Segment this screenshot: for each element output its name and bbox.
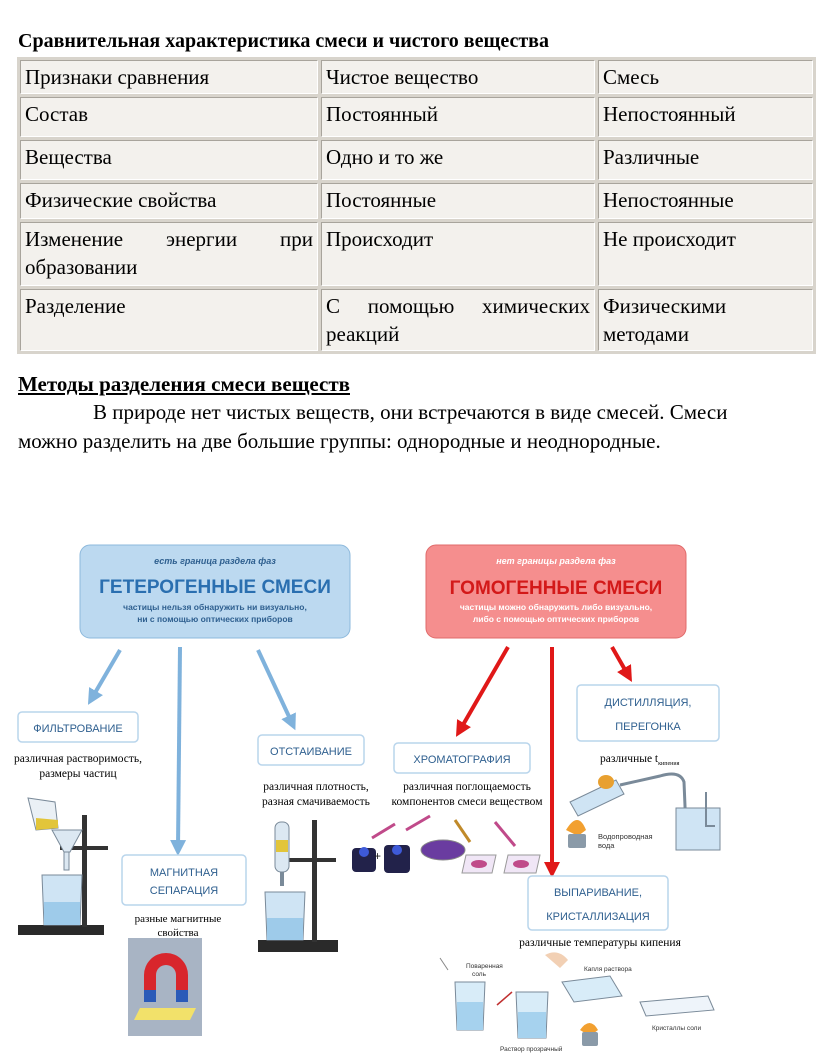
homo-box: нет границы раздела фаз ГОМОГЕННЫЕ СМЕСИ… — [425, 544, 687, 639]
chromatography-image: + — [352, 814, 541, 874]
filtration-label: ФИЛЬТРОВАНИЕ — [33, 723, 122, 735]
hetero-top-note: есть граница раздела фаз — [154, 556, 276, 566]
table-row: Разделение С помощью химических реакций … — [20, 289, 813, 351]
hetero-desc-2: ни с помощью оптических приборов — [137, 614, 293, 624]
solution-label: Раствор прозрачный — [500, 1045, 563, 1053]
table-header-row: Признаки сравнения Чистое вещество Смесь — [20, 60, 813, 94]
table-cell: Вещества — [20, 140, 318, 180]
table-cell: Непостоянный — [598, 97, 813, 137]
svg-text:+: + — [374, 849, 381, 863]
header-cell: Признаки сравнения — [20, 60, 318, 94]
evaporation-apparatus-image — [439, 952, 715, 1046]
evaporation-label-box — [527, 875, 669, 931]
separation-methods-diagram: есть граница раздела фаз ГЕТЕРОГЕННЫЕ СМ… — [14, 544, 721, 1053]
arrow-to-distillation — [610, 646, 632, 682]
arrow-to-magnetic — [170, 646, 187, 856]
table-cell: Не происходит — [598, 222, 813, 286]
homo-top-note: нет границы раздела фаз — [496, 556, 616, 566]
hetero-desc-1: частицы нельзя обнаружить ни визуально, — [123, 602, 307, 612]
table-cell: Непостоянные — [598, 183, 813, 219]
magnetic-label-2: СЕПАРАЦИЯ — [150, 885, 219, 897]
table-cell: Различные — [598, 140, 813, 180]
filtration-note-2: размеры частиц — [39, 768, 116, 780]
chromatography-label-box — [393, 742, 531, 774]
distillation-note-text: различные t — [600, 753, 659, 765]
table-cell: С помощью химических реакций — [321, 289, 595, 351]
salt-label-2: соль — [472, 971, 487, 978]
table-cell: Состав — [20, 97, 318, 137]
filtration-apparatus-image — [18, 797, 108, 935]
distillation-label-1: ДИСТИЛЛЯЦИЯ, — [605, 697, 692, 709]
settling-label-box — [257, 734, 365, 766]
cooler-label-1: Водопроводная — [598, 832, 653, 841]
evaporation-label-1: ВЫПАРИВАНИЕ, — [554, 887, 642, 899]
evaporation-label-2: КРИСТАЛЛИЗАЦИЯ — [546, 911, 650, 923]
settling-note-2: разная смачиваемость — [262, 796, 370, 808]
evaporation-method: ВЫПАРИВАНИЕ, КРИСТАЛЛИЗАЦИЯ различные те… — [439, 875, 715, 1053]
distillation-label-box — [576, 684, 720, 742]
arrow-to-settling — [256, 649, 296, 731]
table-cell: Постоянные — [321, 183, 595, 219]
distillation-label-2: ПЕРЕГОНКА — [615, 721, 681, 733]
filtration-note-1: различная растворимость, — [14, 753, 142, 765]
distillation-note-sub: кипения — [658, 761, 679, 767]
magnetic-note-1: разные магнитные — [135, 913, 222, 925]
homo-desc-1: частицы можно обнаружить либо визуально, — [460, 602, 652, 612]
settling-note-1: различная плотность, — [263, 781, 369, 793]
table-row: Изменение энергии при образовании Происх… — [20, 222, 813, 286]
hetero-box: есть граница раздела фаз ГЕТЕРОГЕННЫЕ СМ… — [79, 544, 351, 639]
table-cell: Одно и то же — [321, 140, 595, 180]
arrow-to-filtration — [87, 648, 122, 705]
table-cell: Физическими методами — [598, 289, 813, 351]
evaporation-note: различные температуры кипения — [519, 937, 681, 949]
chromatography-note-2: компонентов смеси веществом — [392, 796, 544, 808]
paragraph-line: В природе нет чистых веществ, они встреч… — [93, 400, 728, 424]
table-row: Физические свойства Постоянные Непостоян… — [20, 183, 813, 219]
table-cell: Изменение энергии при образовании — [20, 222, 318, 286]
drop-label: Капля раствора — [584, 966, 632, 973]
page-title: Сравнительная характеристика смеси и чис… — [18, 30, 549, 52]
comparison-table: Признаки сравнения Чистое вещество Смесь… — [17, 57, 816, 354]
filtration-label-box — [17, 711, 139, 743]
header-cell: Смесь — [598, 60, 813, 94]
magnetic-method: МАГНИТНАЯ СЕПАРАЦИЯ разные магнитные сво… — [121, 854, 247, 1036]
homo-desc-2: либо с помощью оптических приборов — [473, 614, 639, 624]
distillation-apparatus-image — [566, 772, 721, 851]
settling-label: ОТСТАИВАНИЕ — [270, 746, 352, 758]
paragraph-line: можно разделить на две большие группы: о… — [18, 429, 661, 453]
table-row: Вещества Одно и то же Различные — [20, 140, 813, 180]
homo-title: ГОМОГЕННЫЕ СМЕСИ — [450, 578, 663, 599]
hetero-box-bg — [79, 544, 351, 639]
settling-apparatus-image — [258, 820, 338, 952]
magnet-image — [128, 938, 202, 1036]
table-cell: Разделение — [20, 289, 318, 351]
table-row: Состав Постоянный Непостоянный — [20, 97, 813, 137]
chromatography-note-1: различная поглощаемость — [403, 781, 531, 793]
table-cell: Физические свойства — [20, 183, 318, 219]
settling-method: ОТСТАИВАНИЕ различная плотность, разная … — [257, 734, 370, 952]
chromatography-method: ХРОМАТОГРАФИЯ различная поглощаемость ко… — [352, 742, 544, 874]
magnetic-note-2: свойства — [157, 927, 198, 939]
magnetic-label-1: МАГНИТНАЯ — [150, 867, 218, 879]
homo-box-bg — [425, 544, 687, 639]
filtration-method: ФИЛЬТРОВАНИЕ различная растворимость, ра… — [14, 711, 142, 935]
cooler-label-2: вода — [598, 841, 615, 850]
distillation-method: ДИСТИЛЛЯЦИЯ, ПЕРЕГОНКА различные tкипени… — [566, 684, 721, 851]
header-cell: Чистое вещество — [321, 60, 595, 94]
hetero-title: ГЕТЕРОГЕННЫЕ СМЕСИ — [99, 577, 331, 598]
salt-label-1: Поваренная — [466, 963, 503, 970]
section-title: Методы разделения смеси веществ — [18, 372, 350, 396]
table-cell: Постоянный — [321, 97, 595, 137]
distillation-note: различные tкипения — [600, 753, 680, 767]
intro-paragraph: В природе нет чистых веществ, они встреч… — [18, 398, 816, 456]
crystals-label: Кристаллы соли — [652, 1025, 701, 1032]
table-cell: Происходит — [321, 222, 595, 286]
arrow-to-chromatography — [455, 645, 510, 737]
magnetic-label-box — [121, 854, 247, 906]
chromatography-label: ХРОМАТОГРАФИЯ — [413, 754, 510, 766]
